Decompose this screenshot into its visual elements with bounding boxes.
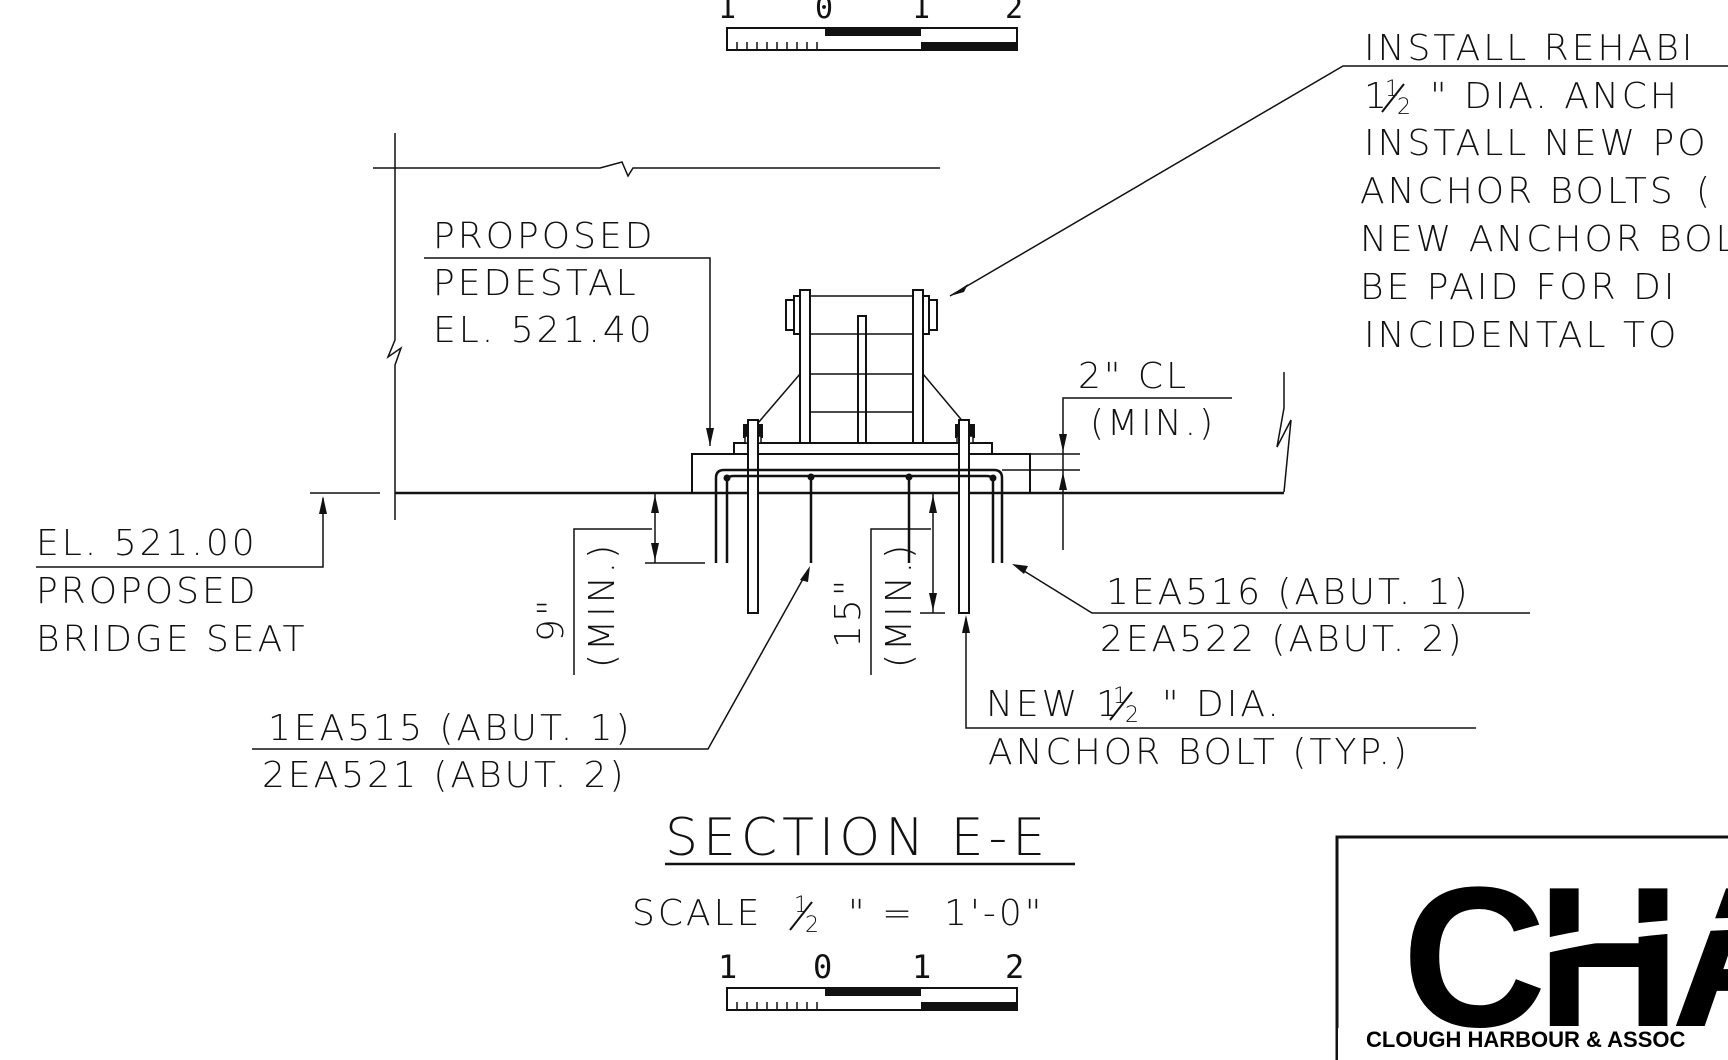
pedestal-line-2: PEDESTAL (433, 263, 639, 304)
bar-left-line-2: 2EA521 (ABUT. 2) (262, 755, 627, 796)
note-line-2-rest: " DIA. ANCH (1430, 76, 1680, 117)
dim-9-note: (MIN.) (582, 542, 623, 668)
general-note: INSTALL REHABI 1 1 2 " DIA. ANCH INSTALL… (949, 28, 1728, 356)
dim-15-note: (MIN.) (879, 542, 920, 668)
pedestal-line-3: EL. 521.40 (433, 310, 655, 351)
callout-cl-min: 2" CL (MIN.) (1002, 356, 1232, 550)
pedestal-line-1: PROPOSED (433, 216, 655, 257)
note-line-2: 1 1 2 " DIA. ANCH (1364, 76, 1680, 120)
note-line-3: INSTALL NEW PO (1364, 123, 1709, 164)
bottom-scale-tick-2: 2 (1005, 948, 1024, 986)
scale-rest: " = 1'-0" (848, 893, 1044, 934)
scale-frac-bottom: 2 (805, 913, 822, 938)
callout-bar-right: 1EA516 (ABUT. 1) 2EA522 (ABUT. 2) (1012, 564, 1530, 660)
dimension-9-min: 9" (MIN.) (531, 493, 705, 675)
dimension-15-min: 15" (MIN.) (828, 493, 945, 675)
callout-bridge-seat: EL. 521.00 PROPOSED BRIDGE SEAT (36, 492, 380, 660)
section-title-block: SECTION E-E SCALE 1 2 " = 1'-0" (632, 808, 1075, 938)
bridge-seat-line-3: BRIDGE SEAT (36, 619, 307, 660)
top-scale-bar: 1 0 1 2 (718, 0, 1023, 51)
company-name: CLOUGH HARBOUR & ASSOC (1366, 1027, 1686, 1052)
dim-9-value: 9" (531, 597, 572, 642)
top-scale-tick-1: 1 (718, 0, 736, 26)
note-leader-arrow (950, 284, 968, 296)
note-line-5: NEW ANCHOR BOL (1360, 219, 1728, 260)
note-line-1: INSTALL REHABI (1364, 28, 1695, 69)
bridge-seat-line-2: PROPOSED (36, 571, 258, 612)
bottom-scale-bar: 1 0 1 2 (718, 948, 1024, 1011)
callout-bar-left: 1EA515 (ABUT. 1) 2EA521 (ABUT. 2) (252, 566, 810, 796)
callout-pedestal: PROPOSED PEDESTAL EL. 521.40 (424, 216, 714, 446)
logo-swoosh (1470, 918, 1728, 972)
bridge-seat-line-1: EL. 521.00 (36, 523, 258, 564)
section-title: SECTION E-E (665, 808, 1050, 868)
cl-min-line-2: (MIN.) (1090, 403, 1216, 444)
anchor-bolt-suffix: " DIA. (1162, 684, 1282, 725)
rebar (714, 468, 1004, 563)
anchor-bolt-frac-bottom: 2 (1125, 703, 1142, 728)
top-scale-tick-0: 0 (815, 0, 833, 26)
dim-15-value: 15" (828, 577, 869, 648)
bearing-assembly (743, 289, 975, 444)
anchor-bolt-prefix: NEW (986, 684, 1080, 725)
bottom-scale-tick-1: 1 (718, 948, 737, 986)
bar-right-line-1: 1EA516 (ABUT. 1) (1106, 572, 1471, 613)
bar-right-line-2: 2EA522 (ABUT. 2) (1100, 619, 1465, 660)
anchor-bolts (747, 419, 970, 614)
bottom-scale-tick-0: 0 (813, 948, 832, 986)
top-scale-tick-2: 2 (1005, 0, 1023, 26)
bottom-scale-tick-1b: 1 (912, 948, 931, 986)
anchor-bolt-line-2: ANCHOR BOLT (TYP.) (988, 732, 1410, 773)
note-line-7: INCIDENTAL TO (1364, 315, 1679, 356)
note-line-2-whole: 1 (1364, 76, 1390, 117)
note-line-4: ANCHOR BOLTS (1360, 171, 1676, 212)
bar-left-line-1: 1EA515 (ABUT. 1) (268, 708, 633, 749)
scale-label: SCALE 1 2 " = 1'-0" (632, 893, 1044, 938)
note-line-2-frac-bottom: 2 (1397, 95, 1414, 120)
cha-logo: CHA (1402, 846, 1728, 1060)
note-line-6: BE PAID FOR DI (1360, 267, 1677, 308)
cl-min-line-1: 2" CL (1078, 356, 1189, 397)
callout-anchor-bolt: NEW 1 1 2 " DIA. ANCHOR BOLT (TYP.) (962, 615, 1476, 773)
scale-prefix: SCALE (632, 893, 762, 934)
note-line-4-cut: ( (1696, 171, 1713, 212)
top-scale-tick-1b: 1 (912, 0, 930, 26)
title-block: CHA CLOUGH HARBOUR & ASSOC (1335, 835, 1728, 1060)
